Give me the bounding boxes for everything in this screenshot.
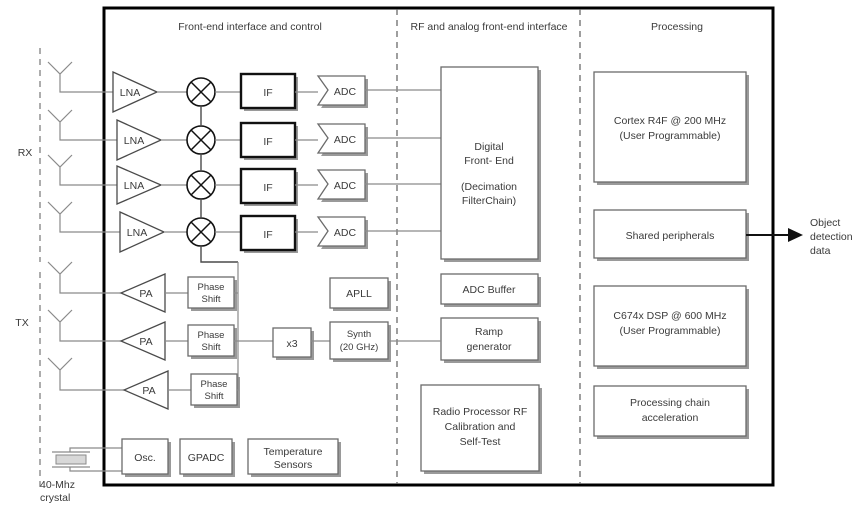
accel-line-1: Processing chain: [630, 397, 710, 409]
if-block-1: [239, 72, 297, 110]
temp-line-2: Sensors: [274, 459, 313, 471]
shared-peripherals-label: Shared peripherals: [626, 230, 715, 242]
object-detection-output: Object detection data: [746, 217, 853, 257]
if-block-4: [239, 214, 297, 252]
tx-chain-1: PA Phase Shift: [104, 273, 238, 313]
dfe-line-1: Digital: [474, 141, 503, 153]
dfe-line-2: Front- End: [464, 155, 514, 167]
crystal-symbol: [52, 447, 122, 472]
tx-antenna-3: [47, 357, 104, 391]
output-line-3: data: [810, 245, 831, 257]
phase-shift-block-1: [187, 276, 235, 309]
ramp-line-1: Ramp: [475, 326, 503, 338]
tx-chain-3: PA Phase Shift: [104, 370, 240, 410]
rx-antenna-1: [47, 61, 104, 93]
gpadc-label: GPADC: [188, 452, 225, 464]
phase-shift-3-line-1: Phase: [201, 379, 228, 390]
adc-buffer-label: ADC Buffer: [463, 284, 516, 296]
radio-proc-line-1: Radio Processor RF: [433, 406, 528, 418]
output-line-1: Object: [810, 217, 840, 229]
phase-shift-3-line-2: Shift: [204, 391, 223, 402]
temperature-sensors-block: Temperature Sensors: [247, 438, 341, 477]
lna-label-4: LNA: [127, 227, 147, 239]
cortex-line-1: Cortex R4F @ 200 MHz: [614, 115, 726, 127]
rx-chain-3: LNA IF ADC: [104, 165, 441, 206]
rx-chain-4: LNA IF ADC: [104, 210, 441, 254]
if-label-4: IF: [263, 229, 272, 241]
shared-peripherals-block: Shared peripherals: [593, 209, 749, 261]
radio-proc-line-3: Self-Test: [460, 436, 501, 448]
pa-label-1: PA: [139, 288, 152, 300]
cortex-r4f-block: Cortex R4F @ 200 MHz (User Programmable): [593, 71, 749, 185]
synth-line-1: Synth: [347, 329, 371, 340]
adc-label-1: ADC: [334, 86, 357, 98]
accel-line-2: acceleration: [642, 412, 699, 424]
chip-boundary: [102, 6, 775, 487]
panel-header-processing: Processing: [651, 21, 703, 33]
phase-shift-block-3: [190, 373, 238, 406]
phase-shift-2-line-1: Phase: [198, 330, 225, 341]
lo-trunk: [237, 262, 239, 391]
osc-label: Osc.: [134, 452, 156, 464]
apll-label: APLL: [346, 288, 372, 300]
pa-label-2: PA: [139, 336, 152, 348]
output-line-2: detection: [810, 231, 853, 243]
pa-label-3: PA: [142, 385, 155, 397]
if-label-1: IF: [263, 87, 272, 99]
tx-antenna-1: [47, 261, 104, 294]
dsp-line-2: (User Programmable): [620, 325, 721, 337]
adc-label-4: ADC: [334, 227, 357, 239]
rx-chain-1: LNA IF ADC: [104, 70, 441, 114]
lo-distribution-bus: [200, 106, 238, 263]
radio-processor-block: Radio Processor RF Calibration and Self-…: [420, 384, 542, 474]
dsp-block: C674x DSP @ 600 MHz (User Programmable): [593, 285, 749, 369]
rx-label: RX: [18, 147, 33, 159]
rx-chain-2: LNA IF ADC: [104, 118, 441, 162]
lna-label-3: LNA: [124, 180, 144, 192]
phase-shift-2-line-2: Shift: [201, 342, 220, 353]
lna-label-2: LNA: [124, 135, 144, 147]
osc-block: Osc.: [121, 438, 171, 477]
gpadc-block: GPADC: [179, 438, 235, 477]
processing-accel-block: Processing chain acceleration: [593, 385, 749, 439]
adc-label-3: ADC: [334, 180, 357, 192]
panel-header-rf: RF and analog front-end interface: [410, 21, 567, 33]
dfe-line-3: (Decimation: [461, 181, 517, 193]
rx-antenna-3: [47, 154, 104, 186]
digital-front-end-block: Digital Front- End (Decimation FilterCha…: [440, 66, 541, 262]
phase-shift-1-line-2: Shift: [201, 294, 220, 305]
dsp-line-1: C674x DSP @ 600 MHz: [613, 310, 726, 322]
crystal-line-1: 40-Mhz: [40, 479, 75, 491]
multiplier-block: x3: [272, 327, 330, 360]
tx-label: TX: [15, 317, 28, 329]
if-label-2: IF: [263, 136, 272, 148]
synth-block: Synth (20 GHz): [329, 321, 441, 362]
crystal-line-2: crystal: [40, 492, 70, 504]
temp-line-1: Temperature: [264, 446, 323, 458]
multiplier-label: x3: [286, 338, 297, 350]
rx-antenna-2: [47, 109, 104, 141]
dfe-line-4: FilterChain): [462, 195, 516, 207]
ramp-generator-block: Ramp generator: [440, 317, 541, 363]
synth-line-2: (20 GHz): [340, 342, 379, 353]
ramp-line-2: generator: [467, 341, 512, 353]
if-label-3: IF: [263, 182, 272, 194]
tx-chain-2: PA Phase Shift: [104, 321, 273, 361]
lna-label-1: LNA: [120, 87, 140, 99]
adc-label-2: ADC: [334, 134, 357, 146]
tx-antenna-2: [47, 309, 104, 342]
rx-antenna-4: [47, 201, 104, 233]
phase-shift-1-line-1: Phase: [198, 282, 225, 293]
adc-buffer-block: ADC Buffer: [440, 273, 541, 307]
radio-proc-line-2: Calibration and: [445, 421, 516, 433]
apll-block: APLL: [329, 277, 391, 311]
cortex-line-2: (User Programmable): [620, 130, 721, 142]
panel-header-frontend: Front-end interface and control: [178, 21, 322, 33]
if-block-3: [239, 167, 297, 205]
